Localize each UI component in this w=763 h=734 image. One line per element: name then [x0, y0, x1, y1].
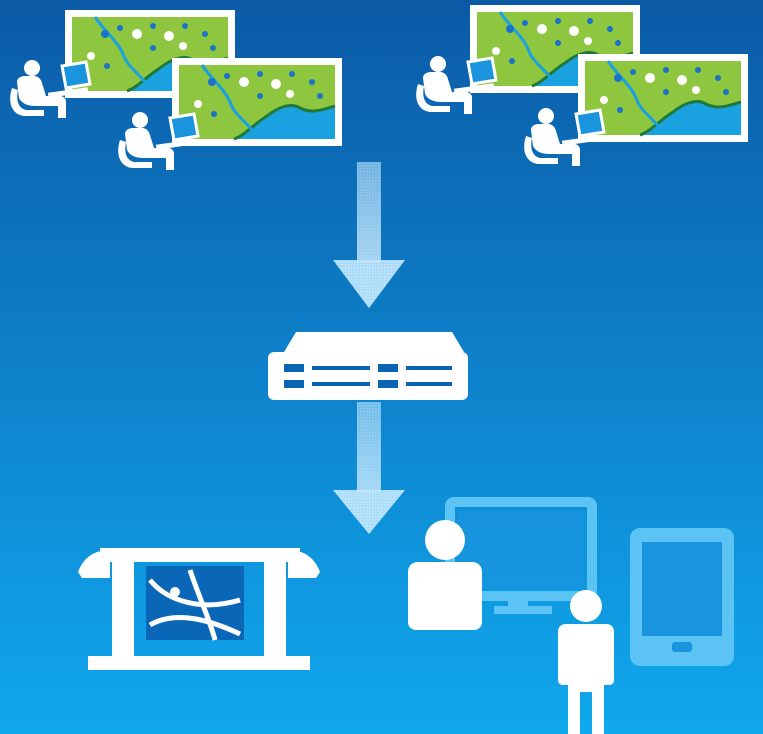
person-icon — [408, 520, 482, 630]
plotter-printer-icon — [78, 548, 320, 670]
person-with-laptop-icon — [522, 106, 606, 168]
person-with-laptop-icon — [116, 110, 200, 172]
editor-group-left — [8, 8, 344, 172]
down-arrow-icon — [333, 162, 405, 308]
down-arrow-icon — [333, 402, 405, 534]
person-with-laptop-icon — [8, 58, 92, 120]
editor-group-right — [414, 3, 750, 168]
tablet-icon — [630, 528, 734, 666]
server-icon — [268, 332, 468, 400]
person-with-laptop-icon — [414, 54, 498, 116]
person-icon — [558, 590, 614, 734]
